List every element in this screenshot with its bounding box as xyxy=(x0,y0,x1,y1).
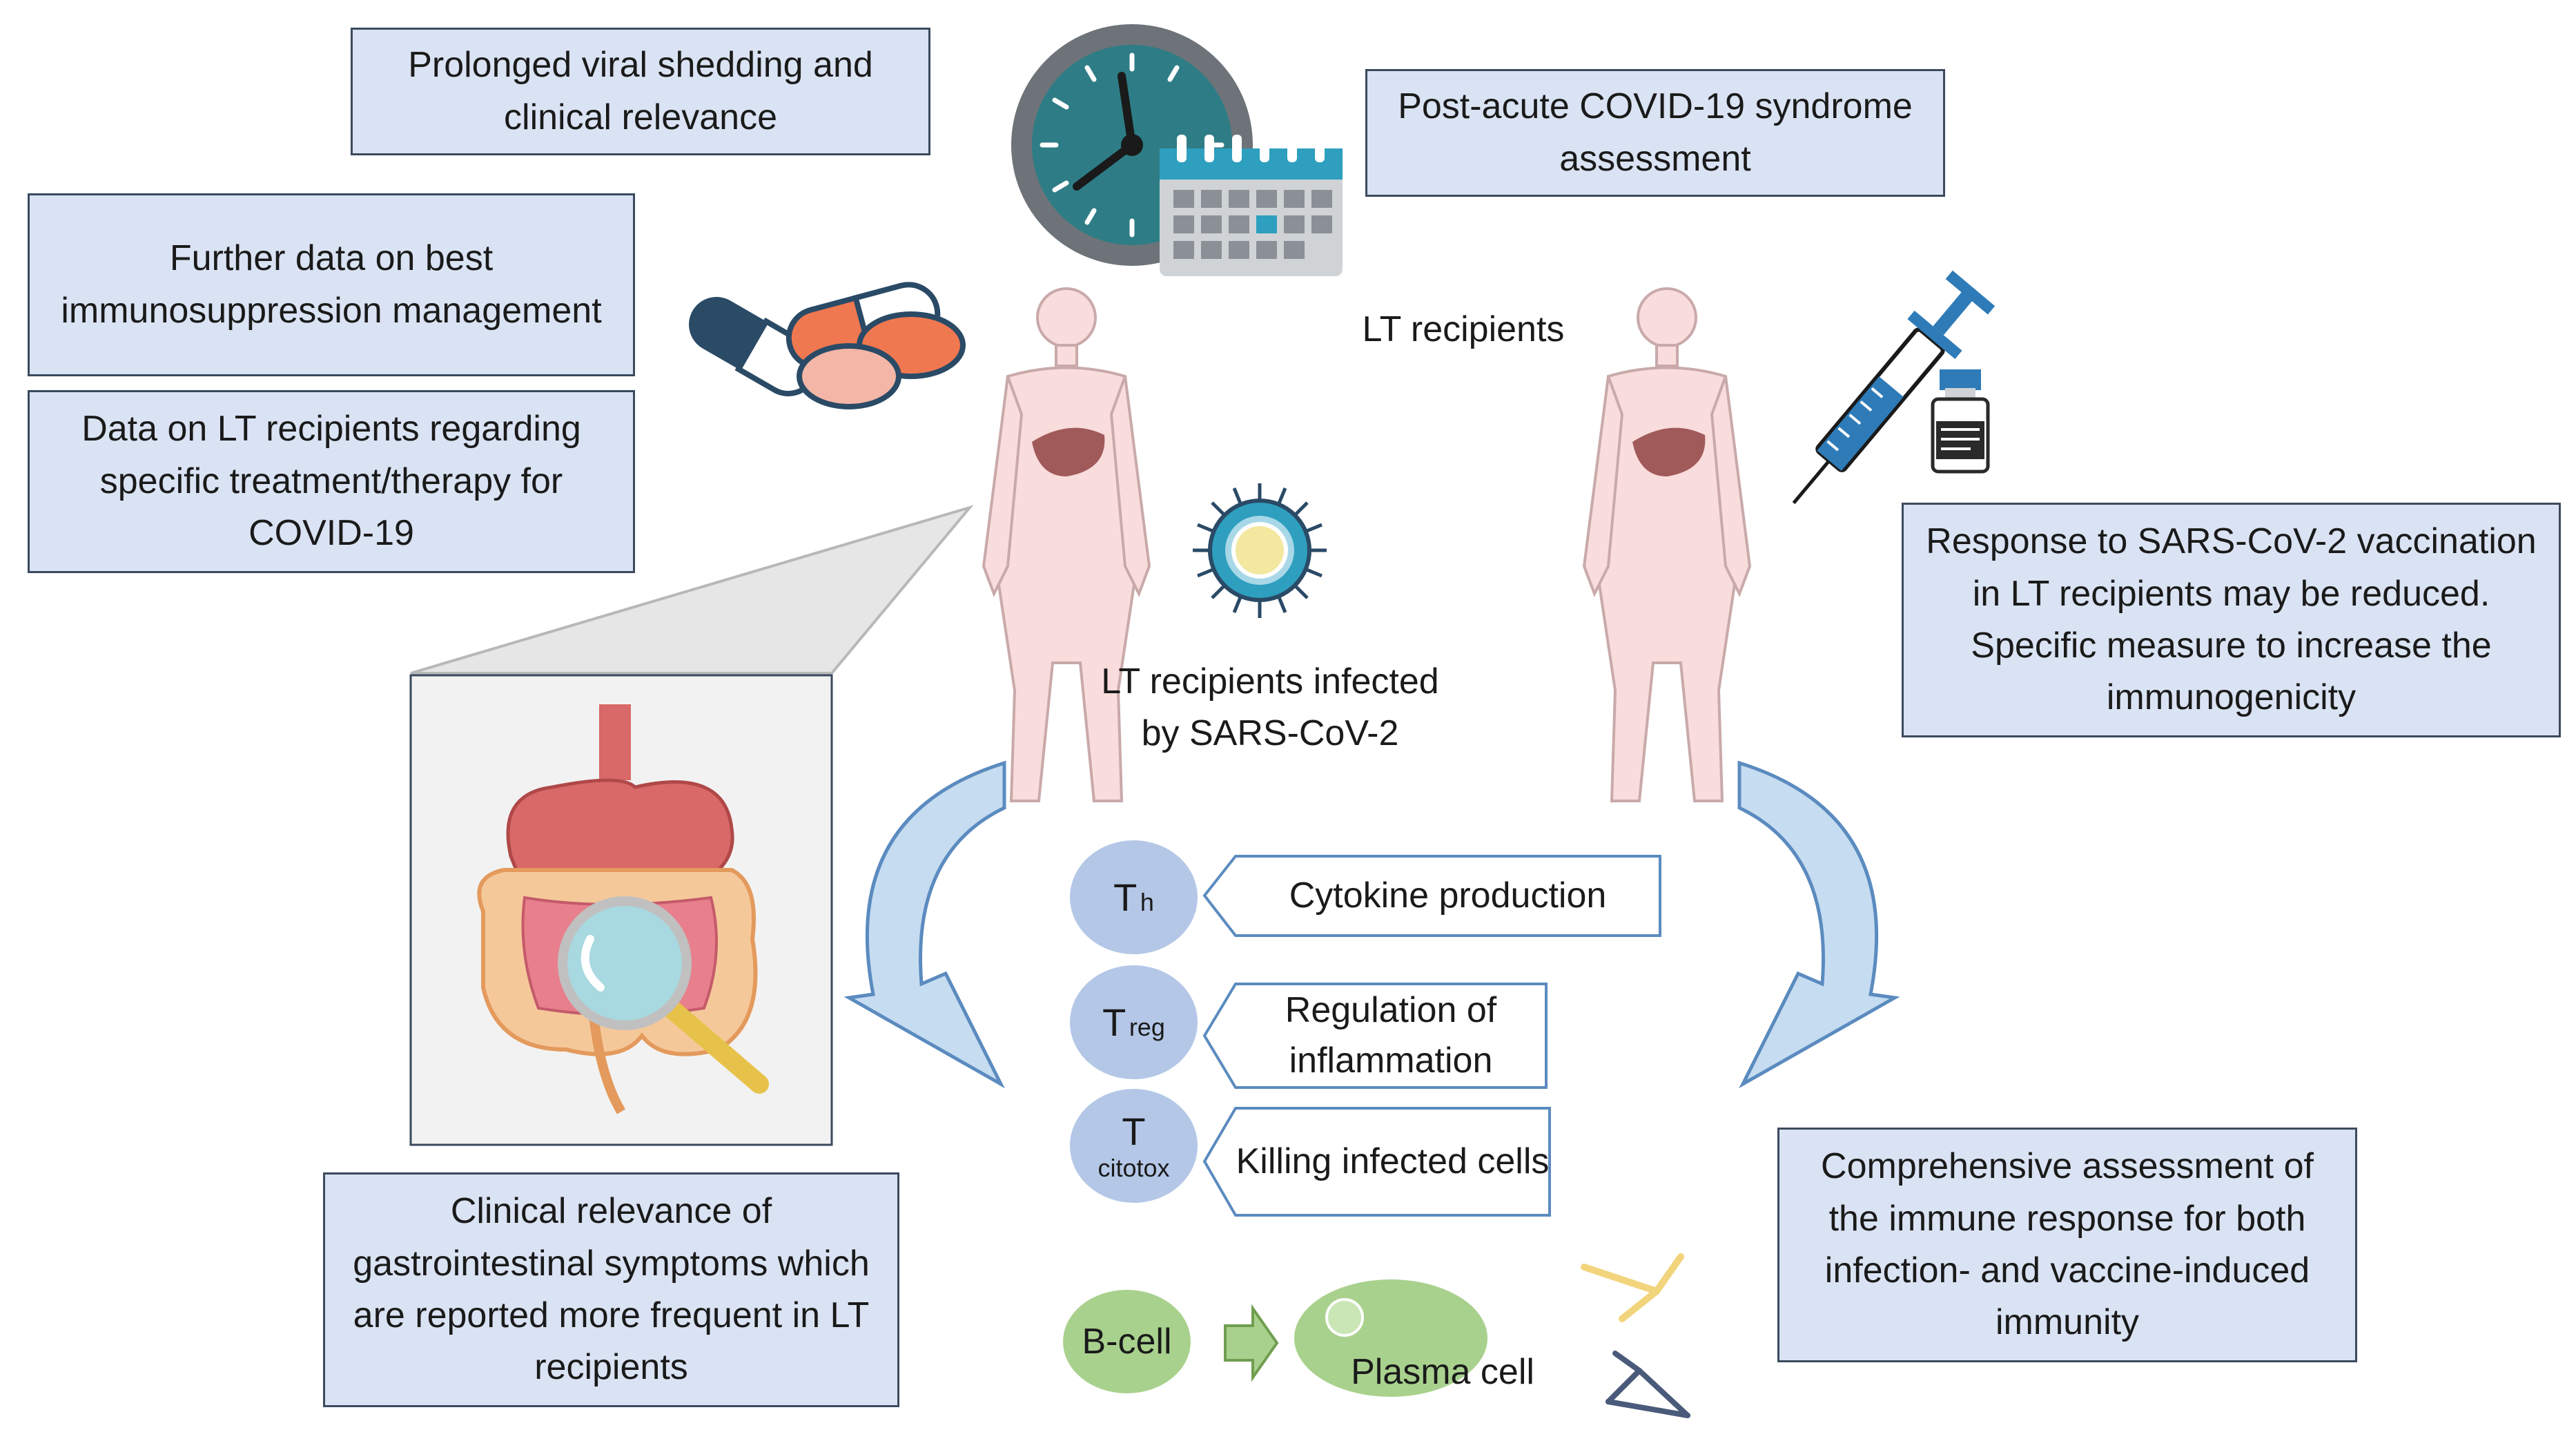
curved-arrow-left xyxy=(843,760,1006,1089)
cytokine-label: Cytokine production xyxy=(1289,876,1607,916)
gi-symptoms-box: Clinical relevance of gastrointestinal s… xyxy=(323,1172,899,1407)
human-figure-right xyxy=(1582,287,1752,802)
tag-shape-cytokine xyxy=(1202,855,1661,937)
vaccination-box: Response to SARS-CoV-2 vaccination in LT… xyxy=(1902,503,2561,737)
immunosuppression-text: Further data on best immunosuppression m… xyxy=(61,238,602,331)
gi-symptoms-text: Clinical relevance of gastrointestinal s… xyxy=(353,1191,870,1388)
curved-arrow-right xyxy=(1737,760,1900,1089)
syringe-icon xyxy=(1792,270,1996,505)
zoom-callout xyxy=(410,505,974,675)
human-figure-left xyxy=(982,287,1151,802)
infected-label: LT recipients infected by SARS-CoV-2 xyxy=(1101,661,1439,754)
calendar-icon xyxy=(1160,135,1343,276)
plasma-cell-label: Plasma cell xyxy=(1351,1352,1534,1392)
b-to-plasma-arrow xyxy=(1224,1304,1279,1382)
th-main-label: T xyxy=(1113,876,1138,919)
b-cell: B-cell xyxy=(1063,1290,1191,1393)
immune-assessment-box: Comprehensive assessment of the immune r… xyxy=(1777,1128,2357,1362)
liver-icon-right xyxy=(1632,427,1706,476)
post-acute-box: Post-acute COVID-19 syndrome assessment xyxy=(1365,69,1945,197)
lt-recipients-label: LT recipients xyxy=(1362,309,1565,349)
virus-icon xyxy=(1193,483,1327,618)
vaccine-vial-icon xyxy=(1931,369,1990,474)
liver-icon-left xyxy=(1032,427,1105,476)
killing-label: Killing infected cells xyxy=(1236,1141,1550,1182)
treg-cell: T reg xyxy=(1070,965,1198,1079)
tcitotox-sub-label: citotox xyxy=(1097,1154,1170,1182)
antibody-icon-2 xyxy=(1606,1351,1690,1418)
tag-shape-killing xyxy=(1202,1107,1551,1217)
antibody-icon xyxy=(1581,1253,1684,1322)
tcitotox-main-label: T xyxy=(1122,1110,1146,1153)
intestine-magnifier-icon xyxy=(477,704,769,1114)
immunosuppression-box: Further data on best immunosuppression m… xyxy=(28,193,635,376)
immune-assessment-text: Comprehensive assessment of the immune r… xyxy=(1821,1146,2314,1343)
plasma-nucleus xyxy=(1325,1298,1364,1337)
viral-shedding-box: Prolonged viral shedding and clinical re… xyxy=(351,28,930,155)
treg-sub-label: reg xyxy=(1129,1013,1165,1041)
regulation-label: Regulation of inflammation xyxy=(1285,990,1497,1081)
treg-main-label: T xyxy=(1102,1000,1126,1044)
tag-shape-regulation xyxy=(1202,983,1548,1089)
tcitotox-cell: T citotox xyxy=(1070,1089,1198,1203)
vaccination-text: Response to SARS-CoV-2 vaccination in LT… xyxy=(1926,521,2537,718)
viral-shedding-text: Prolonged viral shedding and clinical re… xyxy=(408,45,873,137)
th-sub-label: h xyxy=(1140,888,1154,916)
b-cell-label: B-cell xyxy=(1082,1322,1172,1362)
th-cell: T h xyxy=(1070,840,1198,954)
treatment-data-text: Data on LT recipients regarding specific… xyxy=(81,409,581,554)
post-acute-text: Post-acute COVID-19 syndrome assessment xyxy=(1398,86,1913,179)
treatment-data-box: Data on LT recipients regarding specific… xyxy=(28,390,635,573)
pills-icon xyxy=(689,282,966,409)
